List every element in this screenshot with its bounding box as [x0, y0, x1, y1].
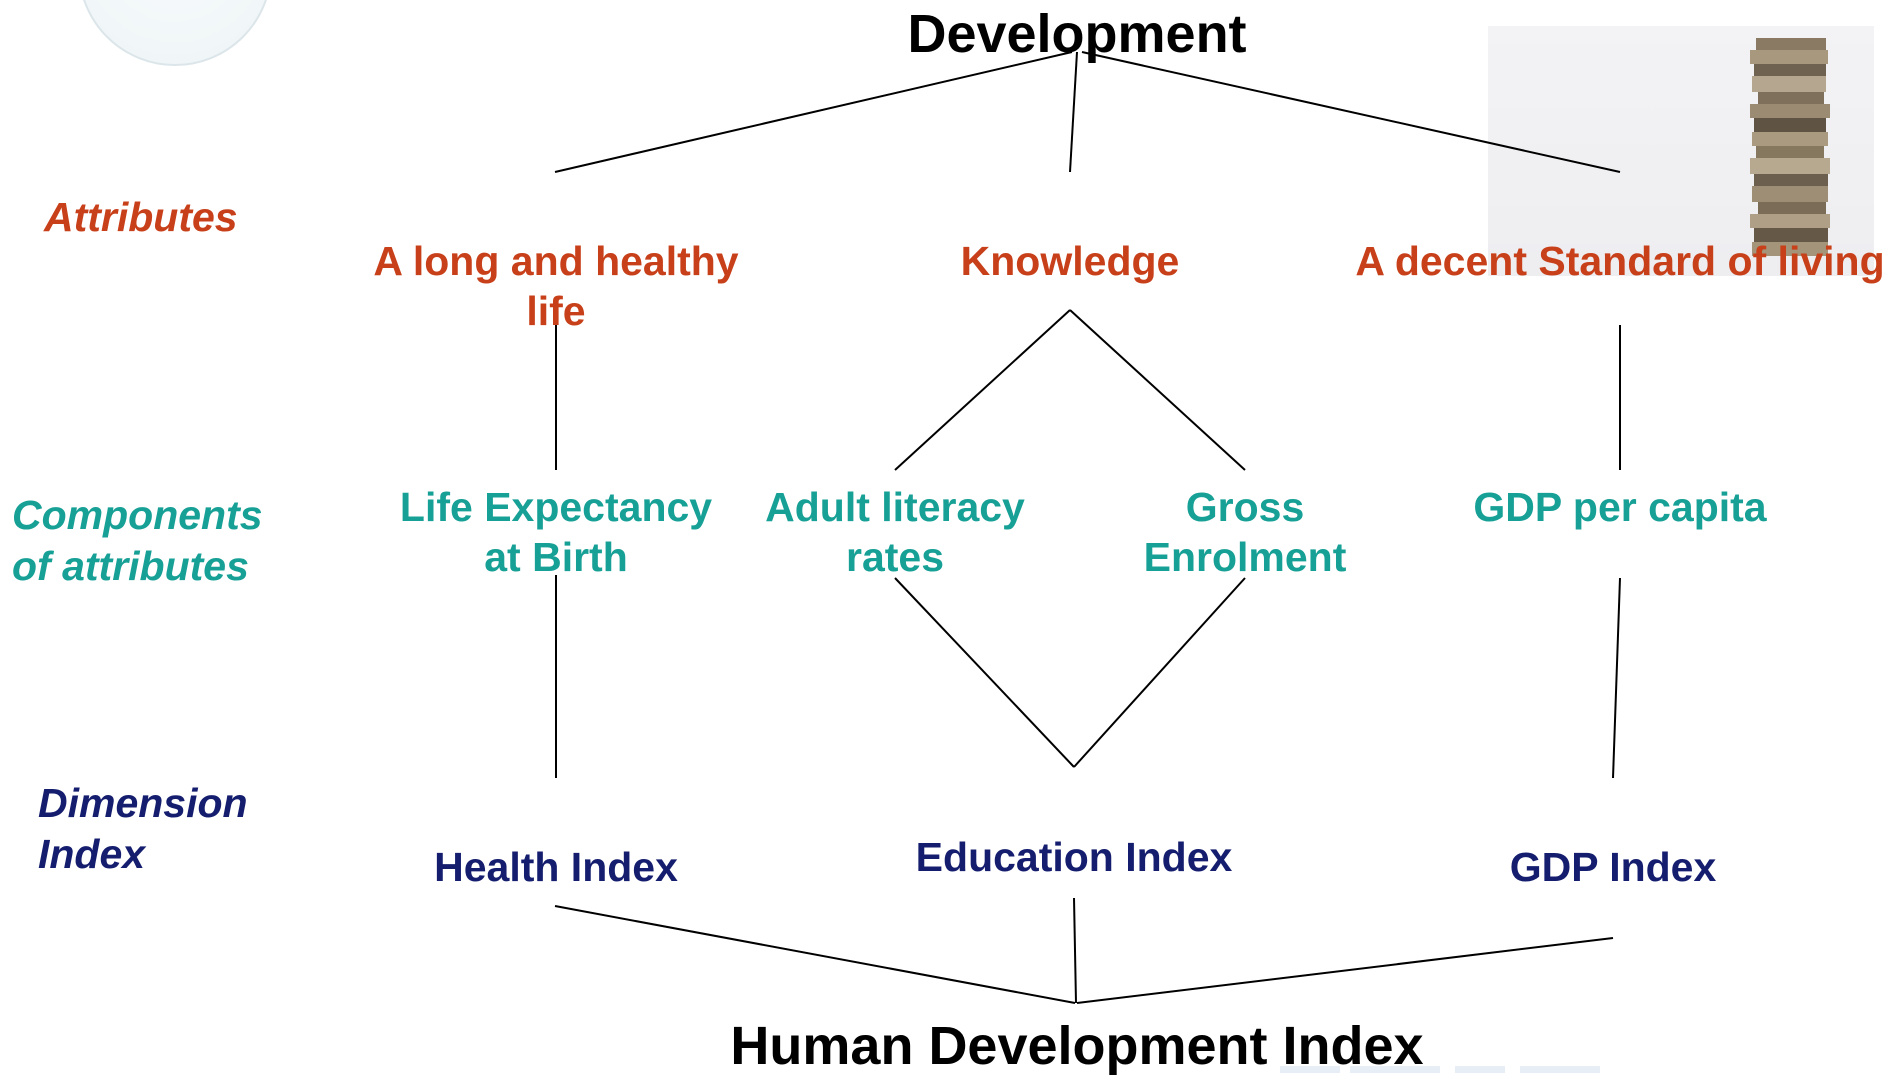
component-gross-enrolment: Gross Enrolment [1105, 482, 1385, 582]
book-stack [1750, 38, 1830, 256]
line-healthindex-hdi [554, 905, 1076, 1004]
attribute-health-line2: life [526, 288, 586, 335]
line-gdpindex-hdi [1076, 937, 1614, 1004]
component-adult-literacy-line2: rates [845, 534, 944, 581]
line-gdpcapita-gdpindex [1612, 577, 1621, 779]
line-development-health [554, 51, 1073, 173]
row-label-components-line1: Components [12, 492, 263, 538]
clipped-decoration [1270, 1060, 1650, 1073]
component-gross-enrolment-line1: Gross [1185, 484, 1305, 530]
component-adult-literacy-line1: Adult literacy [765, 484, 1025, 530]
index-education: Education Index [915, 834, 1233, 880]
component-gdp-per-capita: GDP per capita [1473, 484, 1767, 530]
line-literacy-educationindex [894, 577, 1075, 768]
attribute-health-line1: A long and healthy [373, 238, 739, 284]
line-development-living [1081, 51, 1621, 173]
component-adult-literacy: Adult literacy rates [735, 482, 1055, 582]
attribute-knowledge: Knowledge [960, 238, 1180, 284]
row-label-dimension: Dimension Index [38, 778, 248, 881]
component-life-expectancy-line2: at Birth [484, 534, 628, 581]
row-label-dimension-line1: Dimension [38, 780, 248, 826]
index-gdp: GDP Index [1509, 844, 1717, 890]
index-health: Health Index [434, 844, 678, 890]
stacked-books-photo [1488, 26, 1874, 276]
line-educationindex-hdi [1073, 897, 1077, 1004]
attribute-living: A decent Standard of living [1355, 238, 1885, 284]
line-knowledge-literacy [894, 309, 1071, 471]
component-life-expectancy: Life Expectancy at Birth [376, 482, 736, 582]
line-enrolment-educationindex [1073, 577, 1246, 768]
row-label-components-line2: of attributes [12, 543, 249, 590]
row-label-attributes: Attributes [44, 194, 238, 240]
line-development-knowledge [1069, 51, 1078, 173]
component-life-expectancy-line1: Life Expectancy [399, 484, 713, 530]
component-gross-enrolment-line2: Enrolment [1143, 534, 1347, 581]
attribute-health: A long and healthy life [356, 236, 756, 336]
line-knowledge-enrolment [1069, 309, 1246, 471]
books-illustration [1750, 38, 1830, 256]
row-label-dimension-line2: Index [38, 831, 146, 878]
row-label-components: Components of attributes [12, 490, 263, 593]
development-title: Development [907, 4, 1247, 64]
